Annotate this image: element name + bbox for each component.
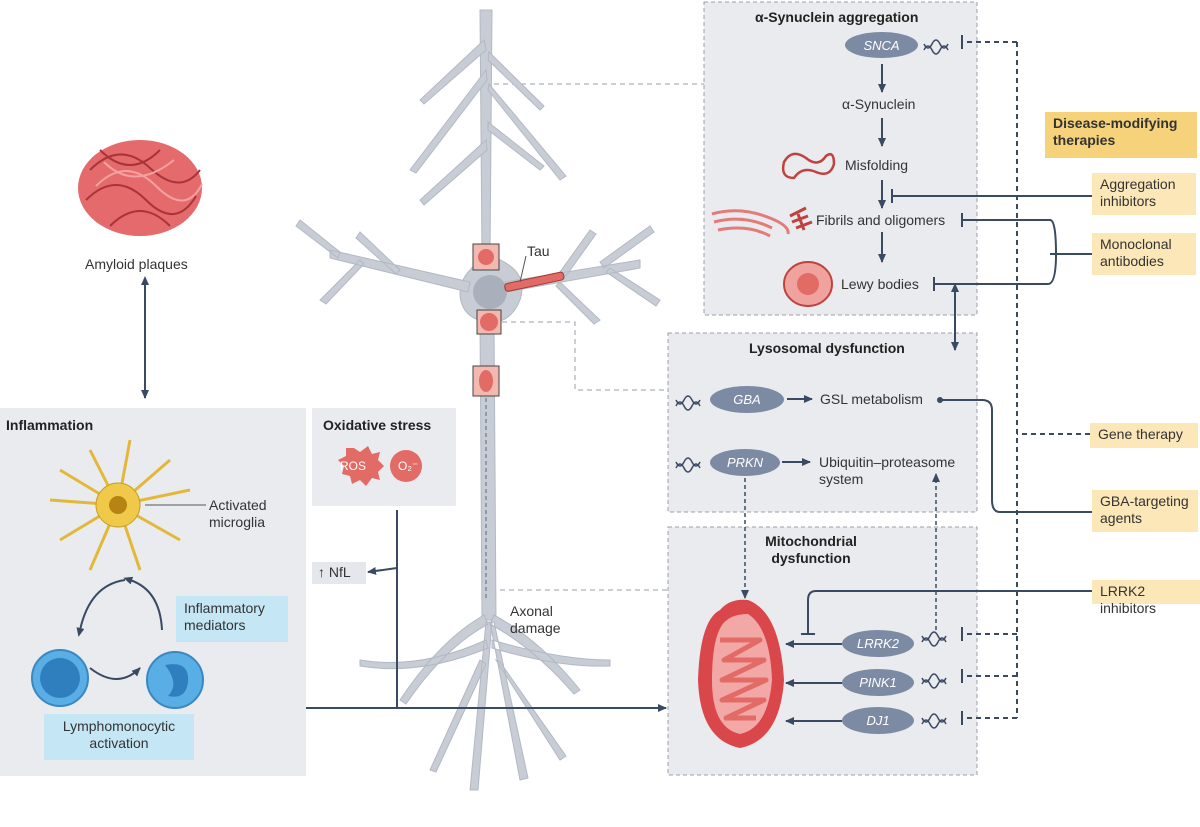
nfl-box bbox=[312, 562, 366, 584]
dna-icons bbox=[675, 39, 949, 729]
synuclein-panel bbox=[703, 1, 978, 316]
oligomer-image bbox=[789, 206, 813, 231]
gba-gene-pill: GBA bbox=[710, 386, 784, 413]
axonal-damage-label: Axonal damage bbox=[510, 603, 561, 636]
inset-box-body bbox=[472, 243, 500, 271]
lysosomal-title: Lysosomal dysfunction bbox=[749, 340, 905, 356]
amyloid-plaque-image bbox=[78, 140, 203, 236]
superoxide-label: O₂⁻ bbox=[398, 459, 419, 473]
oxidative-title: Oxidative stress bbox=[323, 417, 432, 433]
mediators-box: Inflammatory mediators bbox=[176, 596, 288, 642]
misfolding-label: Misfolding bbox=[845, 157, 909, 173]
gba-agents-box: GBA-targeting agents bbox=[1092, 490, 1198, 532]
nfl-label: ↑ NfL bbox=[318, 564, 351, 580]
therapies-header: Disease-modifying therapies bbox=[1045, 112, 1197, 158]
prkn-gene-pill: PRKN bbox=[710, 449, 780, 476]
lrrk2-gene-pill: LRRK2 bbox=[842, 630, 914, 657]
amyloid-plaques-label: Amyloid plaques bbox=[85, 256, 188, 272]
gba-agent-line bbox=[940, 399, 1092, 513]
lysosomal-panel bbox=[667, 332, 978, 513]
tau-rod bbox=[504, 271, 565, 292]
lrrk2-inhibitor-line bbox=[801, 590, 1092, 635]
neuron-to-lysosome-connector bbox=[502, 321, 668, 391]
lrrk2-inhibitors-box: LRRK2 inhibitors bbox=[1092, 580, 1200, 616]
synuclein-title: α-Synuclein aggregation bbox=[755, 9, 919, 25]
ros-icon bbox=[338, 446, 384, 486]
superoxide-icon bbox=[390, 450, 422, 482]
mito-title: Mitochondrial dysfunction bbox=[765, 533, 857, 566]
oxidative-panel bbox=[312, 408, 456, 506]
pink1-gene-pill: PINK1 bbox=[842, 669, 914, 696]
snca-gene-pill: SNCA bbox=[845, 32, 918, 58]
nucleus bbox=[473, 275, 507, 309]
tau-label: Tau bbox=[527, 243, 550, 259]
inflammation-title: Inflammation bbox=[6, 417, 94, 433]
gsl-metabolism-label: GSL metabolism bbox=[820, 391, 923, 407]
ups-label: Ubiquitin–proteasome system bbox=[819, 454, 956, 487]
mitochondrion-image bbox=[698, 599, 784, 748]
lympho-box: Lymphomonocytic activation bbox=[44, 714, 194, 760]
microglia-label: Activated microglia bbox=[209, 497, 267, 530]
neuron-illustration bbox=[295, 9, 661, 791]
dj1-gene-pill: DJ1 bbox=[842, 707, 914, 734]
fibrils-label: Fibrils and oligomers bbox=[816, 212, 946, 228]
antibody-lines bbox=[934, 219, 1092, 285]
gene-therapy-lines bbox=[961, 35, 1090, 725]
lewy-bodies-label: Lewy bodies bbox=[841, 276, 919, 292]
misfolded-protein-image bbox=[781, 152, 836, 180]
microglia-image bbox=[49, 439, 191, 571]
monoclonal-antibodies-box: Monoclonal antibodies bbox=[1092, 233, 1196, 275]
fibrils-image bbox=[711, 209, 790, 238]
ros-label: ROS bbox=[340, 459, 367, 473]
synuclein-protein-label: α-Synuclein bbox=[842, 96, 916, 112]
gene-therapy-box: Gene therapy bbox=[1090, 423, 1198, 448]
aggregation-inhibitors-box: Aggregation inhibitors bbox=[1092, 173, 1196, 215]
